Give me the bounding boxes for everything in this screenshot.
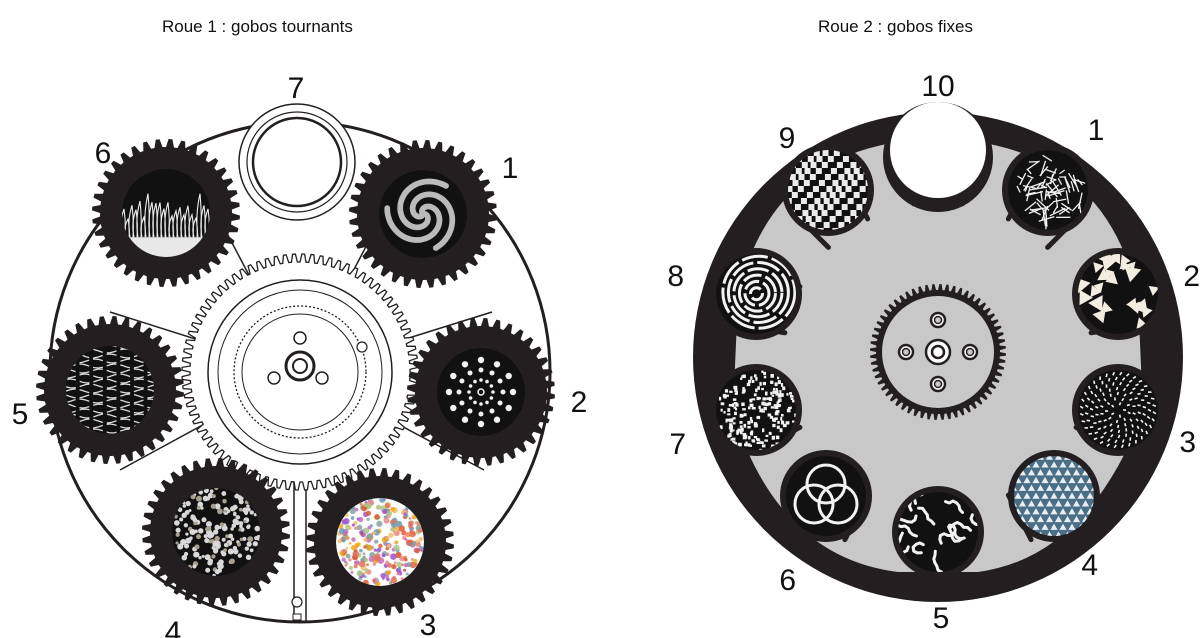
wheel1-slot-6-gobo	[92, 139, 240, 287]
wheel2-slot-10-open	[890, 102, 986, 198]
wheel2-slot-8-label: 8	[667, 260, 684, 293]
wheel2-slot-3-label: 3	[1179, 426, 1196, 459]
wheel2-slot-8-gobo	[710, 248, 802, 340]
wheel2-slot-2-label: 2	[1183, 260, 1200, 293]
wheel2-slot-10-label: 10	[921, 70, 954, 103]
wheel1-slot-7-label: 7	[288, 72, 305, 105]
wheel2-slot-7-label: 7	[669, 428, 686, 461]
wheel1-slot-6-label: 6	[95, 137, 112, 170]
wheel1-slot-4-label: 4	[165, 616, 182, 638]
wheel2-slot-6-gobo	[780, 450, 872, 542]
wheel2-slot-7-gobo	[710, 364, 802, 456]
wheel2-slot-1-gobo	[1002, 144, 1094, 236]
wheel1-slot-4-gobo	[142, 458, 290, 606]
wheel2-slot-2-gobo	[1072, 248, 1164, 340]
wheel1-slot-3-label: 3	[420, 609, 437, 638]
wheel1-slot-5-gobo	[36, 316, 184, 464]
wheel1-slot-3-gobo	[306, 468, 454, 616]
wheel2-fixed-gobos: 1 2 3 4 5 6 7 8 9 10	[667, 70, 1200, 635]
wheel1-slot-2-label: 2	[571, 386, 588, 419]
wheel2-slot-5-label: 5	[933, 602, 950, 635]
wheel2-slot-9-label: 9	[779, 122, 796, 155]
wheel2-slot-1-label: 1	[1088, 114, 1105, 147]
wheel2-slot-4-label: 4	[1081, 549, 1098, 582]
wheel1-slot-2-gobo	[407, 318, 555, 466]
wheel1-slot-5-label: 5	[12, 398, 29, 431]
wheel2-slot-3-gobo	[1072, 364, 1164, 456]
wheel1-slot-1-label: 1	[502, 152, 519, 185]
wheel1-slot-7-open	[239, 104, 355, 220]
wheel1-rotating-gobos: 1 2 3 4 5 6 7	[12, 72, 588, 638]
wheel2-slot-6-label: 6	[779, 564, 796, 597]
wheel2-slot-9-gobo	[782, 144, 874, 236]
wheel1-slot-1-gobo	[349, 140, 497, 288]
